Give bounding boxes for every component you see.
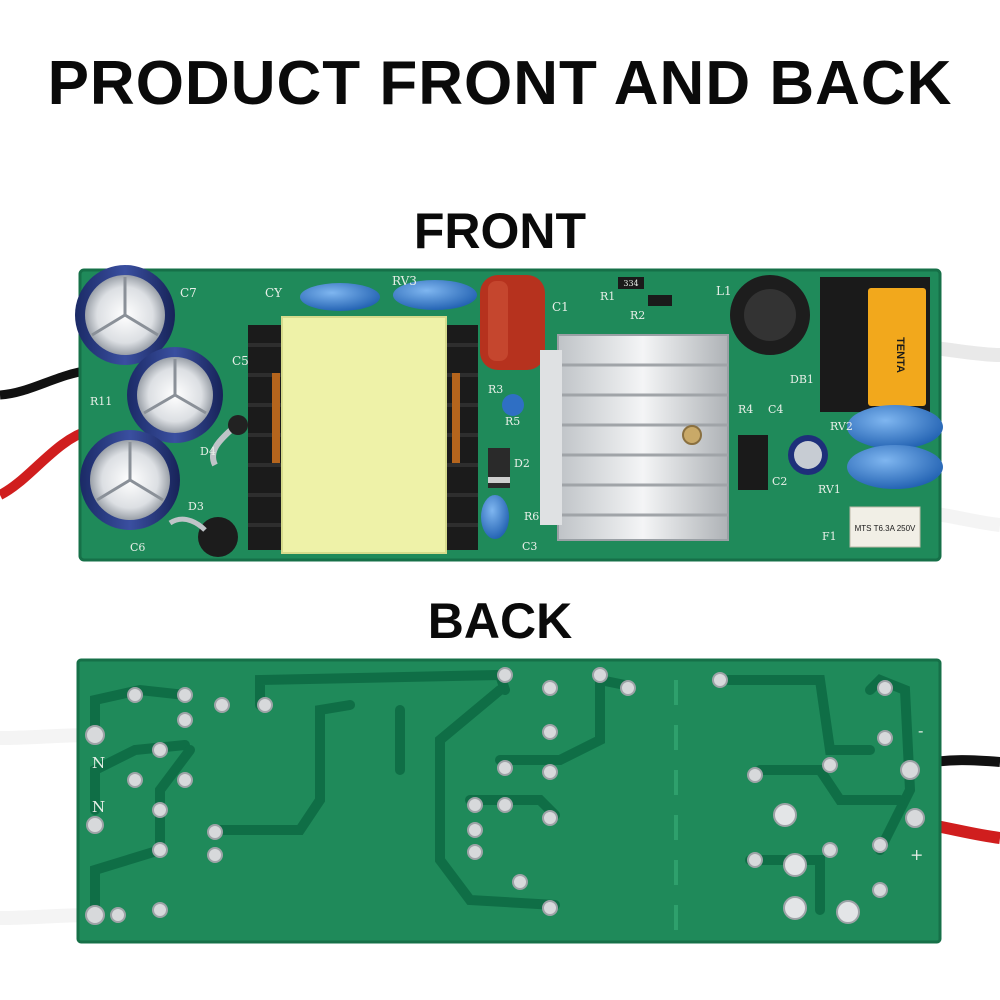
label-c1: C1 <box>552 300 569 314</box>
electrolytic-capacitor-c10 <box>127 347 223 443</box>
label-r11: R11 <box>90 395 112 408</box>
mark-n-upper: N <box>92 754 105 772</box>
electrolytic-capacitor-c7 <box>75 265 175 365</box>
label-c7: C7 <box>180 286 197 300</box>
mark-n-lower: N <box>92 798 105 816</box>
y-capacitor-cy <box>300 283 380 311</box>
ceramic-capacitor-r3 <box>502 394 524 416</box>
back-section-label: BACK <box>427 593 573 649</box>
diode-d4 <box>210 415 248 467</box>
black-wire <box>0 365 91 400</box>
label-f1: F1 <box>822 530 837 543</box>
page-title: PRODUCT FRONT AND BACK <box>47 49 953 118</box>
x-capacitor-brand: TENTA <box>894 337 906 373</box>
label-d3: D3 <box>188 500 204 513</box>
mark-minus: - <box>918 721 923 740</box>
label-c3: C3 <box>522 540 537 553</box>
label-d2: D2 <box>514 457 530 470</box>
fuse-label: MTS T6.3A 250V <box>855 524 916 533</box>
varistor-rv1 <box>847 445 943 489</box>
star-solder-pads <box>773 803 860 924</box>
heatsink <box>540 334 729 541</box>
solder-joints <box>85 667 925 925</box>
label-db1: DB1 <box>790 373 814 386</box>
label-rv3: RV3 <box>392 274 417 288</box>
varistor-rv2 <box>847 405 943 449</box>
label-l1: L1 <box>716 284 732 298</box>
electrolytic-capacitor-c2 <box>788 435 828 475</box>
label-c2: C2 <box>772 475 787 488</box>
label-rv2: RV2 <box>830 420 853 433</box>
transistor-d3 <box>168 516 238 557</box>
red-wire <box>0 425 92 500</box>
label-r4: R4 <box>738 403 753 416</box>
y-capacitor-rv3 <box>393 280 477 310</box>
front-section-label: FRONT <box>413 203 587 259</box>
smd-resistor-r2 <box>648 295 672 306</box>
label-d4: D4 <box>200 445 216 458</box>
back-pcb-photo: N N - + <box>0 658 1000 944</box>
fuse-f1 <box>849 506 921 548</box>
front-pcb-photo: TENTA MTS T6.3A 250V 334 C7 CY RV3 C1 R1… <box>0 265 1000 562</box>
label-r2: R2 <box>630 309 645 322</box>
resistor-code: 334 <box>623 279 638 288</box>
label-r5: R5 <box>505 415 520 428</box>
electrolytic-capacitor-c6 <box>80 430 180 530</box>
label-cy: CY <box>265 286 283 300</box>
label-c4: C4 <box>768 403 783 416</box>
label-r1: R1 <box>600 290 615 303</box>
label-r6: R6 <box>524 510 539 523</box>
label-r3: R3 <box>488 383 503 396</box>
label-c6: C6 <box>130 541 145 554</box>
transformer <box>248 316 478 554</box>
smd-resistor-334 <box>618 277 644 289</box>
y-capacitor-c3 <box>481 495 509 539</box>
label-c5: C5 <box>232 354 249 368</box>
label-rv1: RV1 <box>818 483 841 496</box>
x-capacitor: TENTA <box>820 277 930 412</box>
mark-plus: + <box>910 845 923 864</box>
inductor-l1 <box>730 275 810 355</box>
controller-ic <box>738 435 768 490</box>
